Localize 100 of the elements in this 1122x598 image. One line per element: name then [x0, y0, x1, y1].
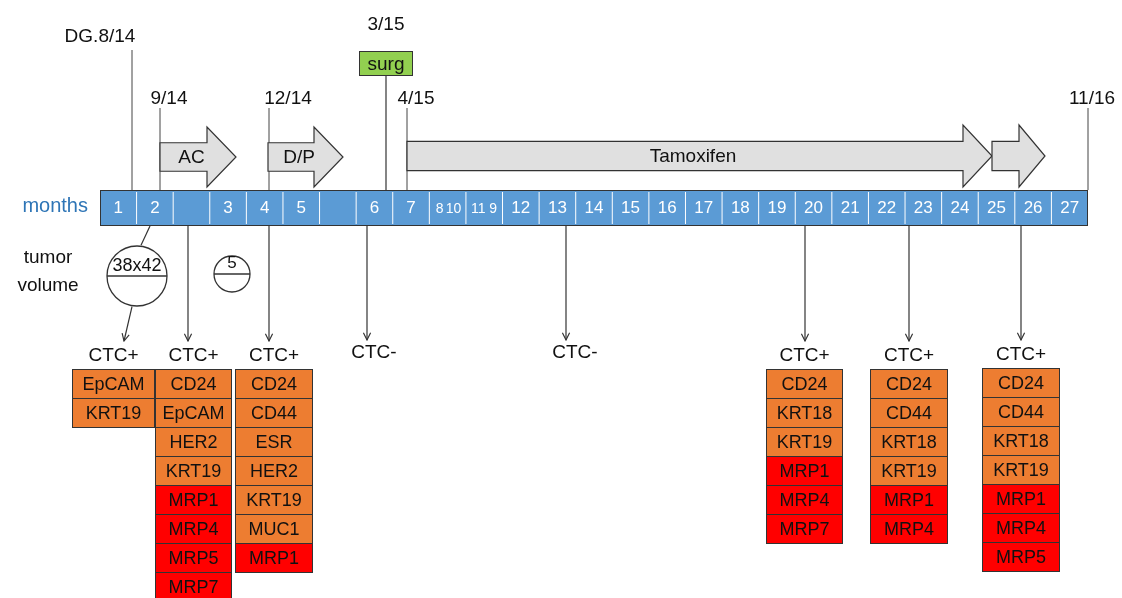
axis-title: months	[21, 194, 88, 217]
biomarker-label: MRP1	[167, 488, 220, 512]
month-number: 13	[547, 198, 567, 218]
result-label: CTC+	[247, 343, 301, 367]
treatment-label: D/P	[282, 145, 316, 169]
month-number: 25	[987, 198, 1006, 218]
connector-line	[140, 225, 151, 246]
month-number: 5	[296, 198, 306, 218]
date-label: DG.8/14	[64, 25, 136, 47]
biomarker-label: MRP7	[167, 575, 220, 598]
date-label: 11/16	[1068, 87, 1116, 109]
date-label: 9/14	[150, 87, 188, 109]
biomarker-cell	[155, 369, 232, 399]
row-title: tumor volume	[16, 245, 80, 297]
month-number: 22	[877, 198, 897, 218]
biomarker-cell	[766, 485, 843, 515]
biomarker-cell	[870, 514, 948, 544]
biomarker-label: KRT19	[245, 488, 303, 512]
biomarker-cell	[155, 456, 232, 486]
biomarker-label: MRP4	[167, 517, 220, 541]
result-label: CTC+	[778, 343, 831, 367]
month-number: 20	[804, 198, 823, 218]
tumor-size-value: 38x42	[111, 254, 163, 276]
treatment-period-block	[268, 126, 344, 188]
month-number: 6	[369, 198, 380, 218]
biomarker-cell	[155, 514, 232, 544]
month-number: 19	[767, 198, 787, 218]
date-label: 12/14	[264, 87, 312, 109]
biomarker-label: EpCAM	[161, 401, 226, 425]
arrow	[121, 306, 133, 342]
month-number: 21	[840, 198, 860, 218]
biomarker-cell	[766, 456, 843, 486]
month-number: 1	[113, 198, 123, 218]
arrow	[800, 225, 810, 342]
biomarker-label: MRP1	[883, 488, 935, 512]
biomarker-cell	[870, 427, 948, 457]
biomarker-cell	[235, 485, 313, 515]
month-number: 24	[950, 198, 970, 218]
biomarker-label: CD44	[250, 401, 298, 425]
month-number: 26	[1023, 198, 1043, 218]
biomarker-label: CD44	[997, 400, 1045, 424]
date-label: 3/15	[367, 13, 405, 35]
biomarker-cell	[235, 369, 313, 399]
biomarker-label: CD24	[169, 372, 218, 396]
biomarker-cell	[235, 456, 313, 486]
biomarker-cell	[155, 398, 232, 428]
biomarker-label: MRP4	[995, 516, 1047, 540]
month-number: 11	[470, 200, 486, 216]
biomarker-label: MRP1	[248, 546, 300, 570]
biomarker-cell	[870, 456, 948, 486]
month-number: 12	[511, 198, 531, 218]
biomarker-cell	[870, 485, 948, 515]
biomarker-label: KRT18	[992, 429, 1050, 453]
biomarker-cell	[982, 542, 1060, 572]
month-number: 23	[913, 198, 933, 218]
result-label: CTC-	[547, 340, 603, 364]
biomarker-cell	[766, 398, 843, 428]
biomarker-label: MRP1	[995, 487, 1047, 511]
month-number: 4	[259, 198, 270, 218]
result-label: CTC-	[346, 340, 402, 364]
month-number: 3	[223, 198, 233, 218]
biomarker-cell	[982, 484, 1060, 514]
month-number: 10	[445, 200, 462, 216]
biomarker-label: ESR	[254, 430, 294, 454]
biomarker-label: KRT19	[775, 430, 834, 454]
biomarker-label: MRP4	[778, 488, 831, 512]
treatment-period-block	[407, 124, 993, 188]
month-number: 7	[406, 198, 416, 218]
treatment-period-block	[160, 126, 237, 188]
biomarker-cell	[766, 514, 843, 544]
biomarker-label: MRP4	[883, 517, 935, 541]
month-number: 17	[694, 198, 714, 218]
biomarker-cell	[155, 427, 232, 457]
biomarker-cell	[870, 398, 948, 428]
arrow	[561, 225, 571, 341]
arrow	[183, 225, 193, 342]
biomarker-label: CD44	[885, 401, 933, 425]
month-number: 9	[489, 200, 498, 216]
result-label: CTC+	[167, 343, 220, 367]
month-number: 2	[150, 198, 160, 218]
result-label: CTC+	[994, 342, 1048, 366]
biomarker-label: KRT19	[880, 459, 938, 483]
biomarker-label: MRP7	[778, 517, 831, 541]
month-number: 16	[657, 198, 677, 218]
biomarker-label: HER2	[249, 459, 299, 483]
biomarker-cell	[766, 369, 843, 399]
biomarker-label: KRT19	[84, 401, 143, 425]
arrow	[264, 225, 274, 342]
biomarker-cell	[155, 572, 232, 598]
month-number: 8	[435, 200, 444, 216]
biomarker-cell	[870, 369, 948, 399]
date-label: 4/15	[397, 87, 435, 109]
arrow	[904, 225, 914, 342]
biomarker-cell	[72, 398, 155, 428]
biomarker-cell	[155, 485, 232, 515]
biomarker-label: KRT19	[164, 459, 223, 483]
biomarker-cell	[982, 368, 1060, 398]
month-number: 18	[730, 198, 750, 218]
event-box: surg	[359, 51, 413, 76]
biomarker-label: CD24	[780, 372, 829, 396]
